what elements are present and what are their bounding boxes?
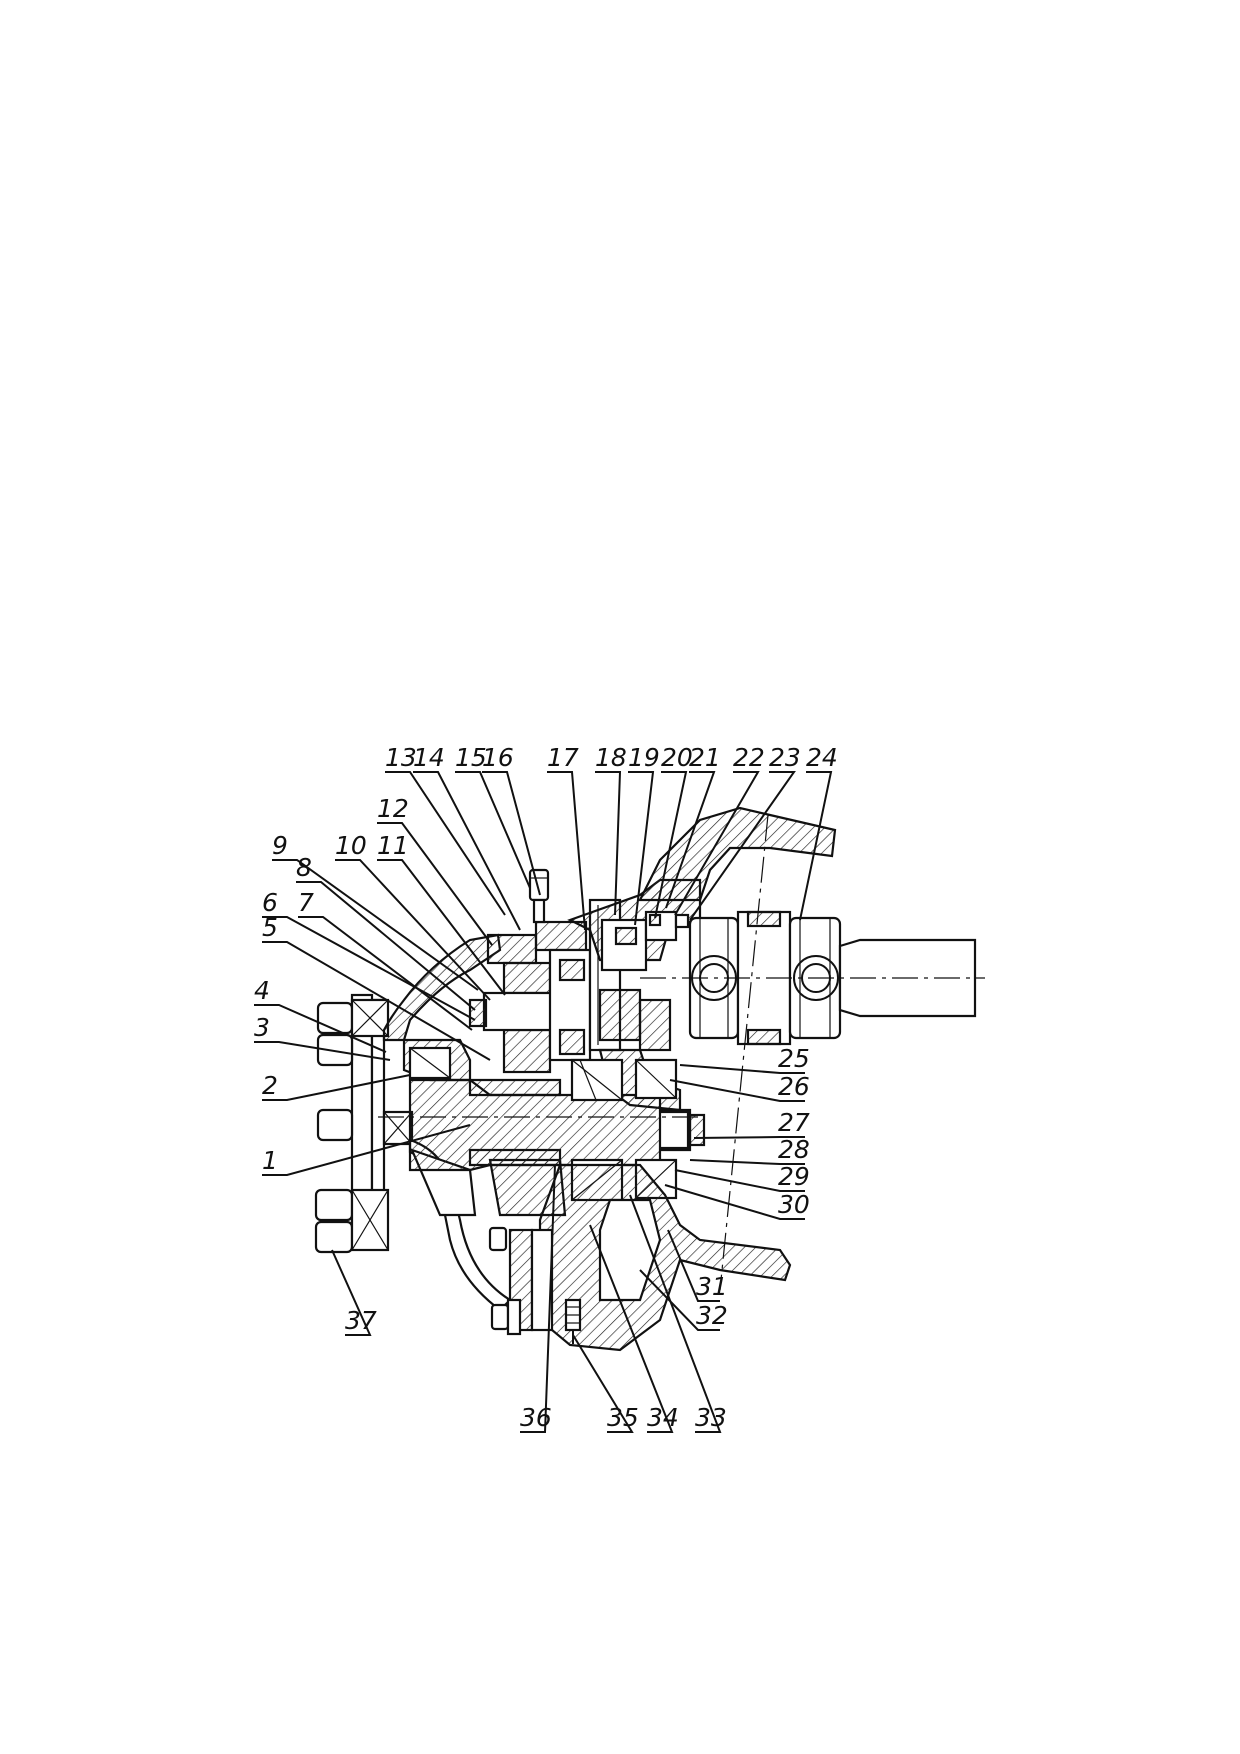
filler-plug xyxy=(528,868,550,924)
callout-11: 11 xyxy=(377,831,409,860)
callout-26: 26 xyxy=(778,1072,810,1101)
callout-35: 35 xyxy=(607,1403,639,1432)
callout-10: 10 xyxy=(335,831,367,860)
callout-12: 12 xyxy=(377,794,409,823)
leader-lines xyxy=(254,771,833,1433)
callout-33: 33 xyxy=(695,1403,727,1432)
callout-30: 30 xyxy=(778,1190,810,1219)
kingpin-axis xyxy=(719,814,769,1291)
wheel-bolts xyxy=(314,998,414,1254)
callout-25: 25 xyxy=(778,1044,810,1073)
callout-16: 16 xyxy=(482,743,514,772)
callout-9: 9 xyxy=(272,831,288,860)
callout-34: 34 xyxy=(647,1403,679,1432)
steering-knuckle xyxy=(567,806,837,1112)
callout-27: 27 xyxy=(778,1108,810,1137)
callout-31: 31 xyxy=(696,1272,728,1301)
callout-5: 5 xyxy=(262,913,278,942)
callout-21: 21 xyxy=(689,743,721,772)
callout-24: 24 xyxy=(806,743,838,772)
callout-2: 2 xyxy=(262,1071,278,1100)
callout-18: 18 xyxy=(595,743,627,772)
callout-28: 28 xyxy=(778,1135,810,1164)
callout-6: 6 xyxy=(262,888,278,917)
callout-15: 15 xyxy=(455,743,487,772)
callout-labels: 13 14 15 16 17 18 19 20 21 22 23 24 12 9… xyxy=(254,743,838,1432)
drain-plug xyxy=(564,1298,582,1344)
callout-8: 8 xyxy=(296,853,312,882)
section-view xyxy=(314,806,985,1352)
callout-19: 19 xyxy=(628,743,660,772)
main-shaft xyxy=(408,1078,706,1172)
callout-4: 4 xyxy=(254,976,270,1005)
callout-22: 22 xyxy=(733,743,765,772)
callout-3: 3 xyxy=(254,1013,270,1042)
callout-20: 20 xyxy=(661,743,693,772)
callout-36: 36 xyxy=(520,1403,552,1432)
callout-14: 14 xyxy=(413,743,445,772)
callout-23: 23 xyxy=(769,743,801,772)
callout-7: 7 xyxy=(298,888,314,917)
callout-37: 37 xyxy=(345,1306,377,1335)
callout-17: 17 xyxy=(547,743,579,772)
callout-29: 29 xyxy=(778,1162,810,1191)
callout-1: 1 xyxy=(262,1146,278,1175)
callout-32: 32 xyxy=(696,1301,728,1330)
bottom-bolt xyxy=(488,1226,522,1336)
callout-13: 13 xyxy=(385,743,417,772)
